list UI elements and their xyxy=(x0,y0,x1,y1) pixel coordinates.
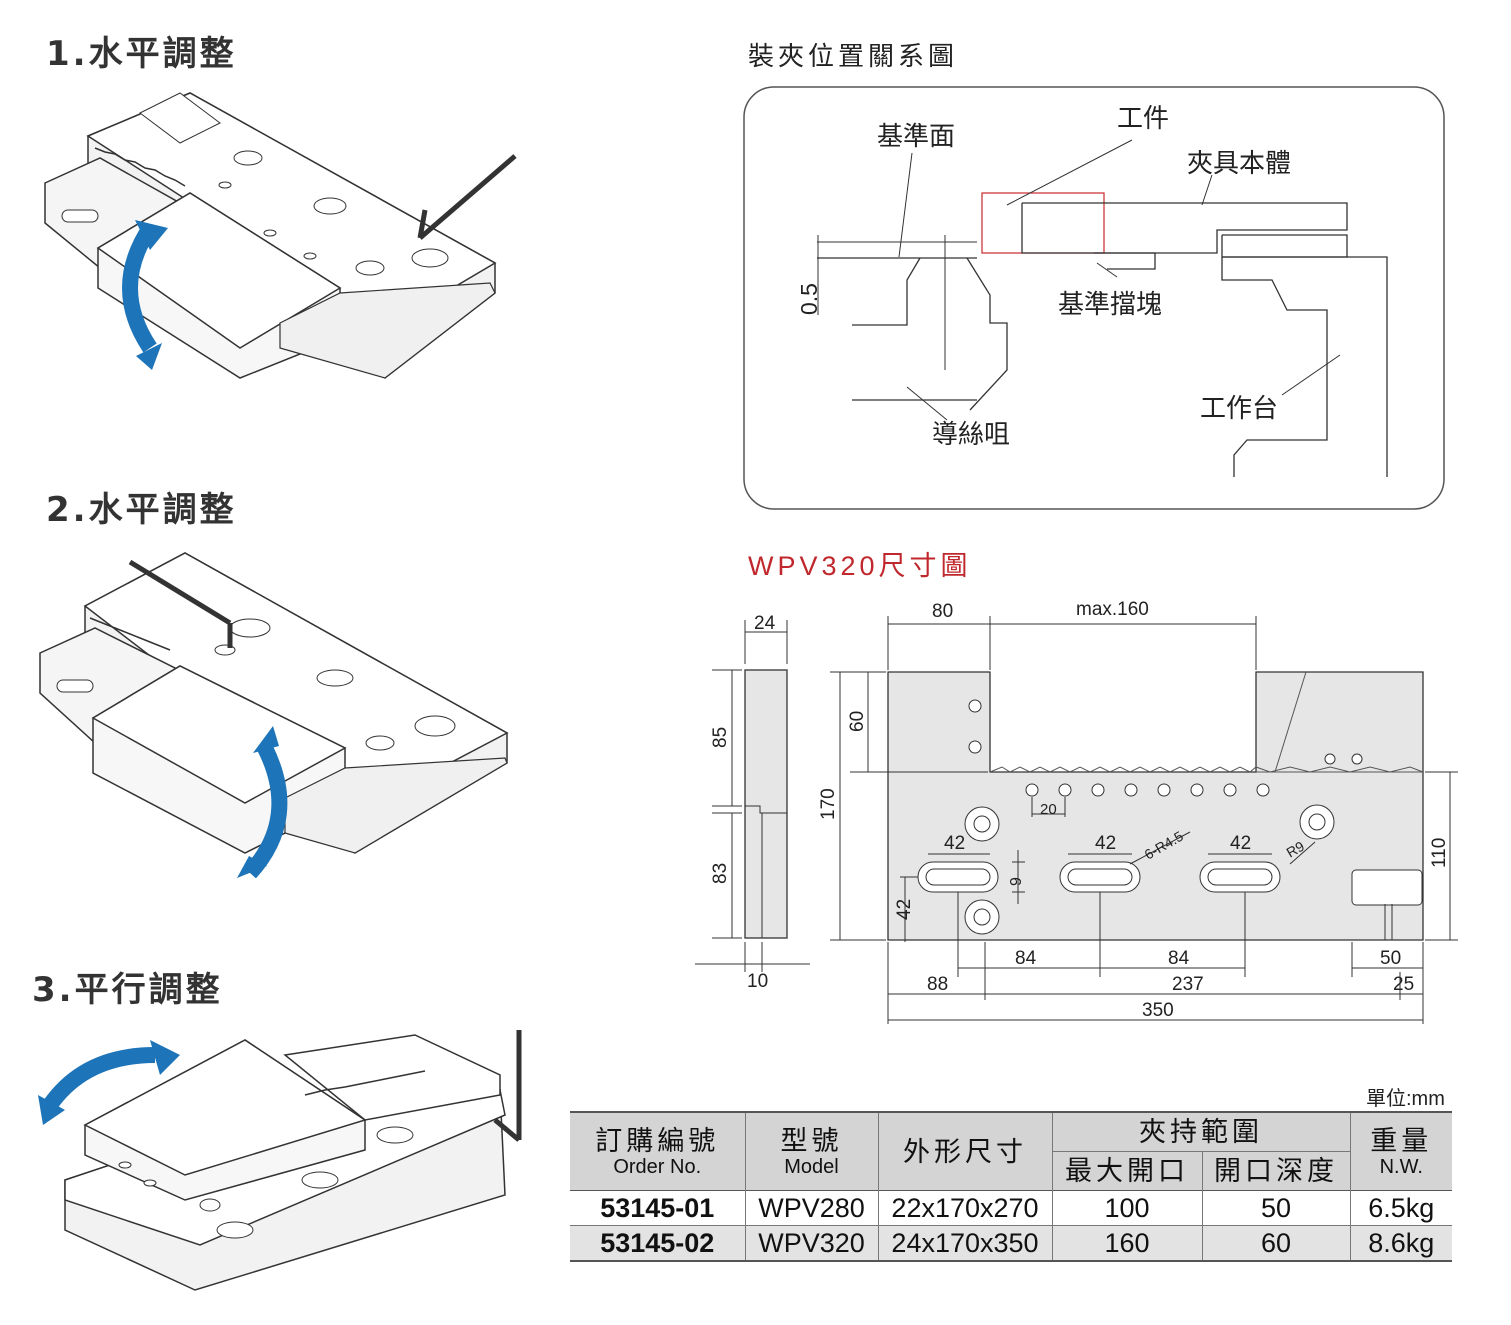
dim-85: 85 xyxy=(710,727,731,748)
dim-110: 110 xyxy=(1429,838,1450,868)
dim-25: 25 xyxy=(1393,974,1414,995)
cell-order: 53145-02 xyxy=(570,1225,746,1261)
dim-80: 80 xyxy=(932,601,953,622)
spec-table: 訂購編號 Order No. 型號 Model 外形尺寸 夾持範圍 重量 N.W… xyxy=(570,1111,1452,1262)
header-order-cn: 訂購編號 xyxy=(595,1125,720,1156)
header-model-en: Model xyxy=(784,1155,839,1178)
unit-label: 單位:mm xyxy=(1366,1088,1445,1110)
dim-88: 88 xyxy=(927,974,948,995)
header-max-open: 最大開口 xyxy=(1052,1151,1203,1191)
cell-order: 53145-01 xyxy=(570,1190,746,1226)
header-weight-en: N.W. xyxy=(1379,1155,1423,1178)
label-fixture-body: 夾具本體 xyxy=(1187,148,1291,178)
cell-model: WPV320 xyxy=(745,1225,879,1261)
dim-237: 237 xyxy=(1172,974,1204,995)
label-reference-block: 基準擋塊 xyxy=(1058,289,1162,319)
cell-model: WPV280 xyxy=(745,1190,879,1226)
header-weight: 重量 N.W. xyxy=(1350,1111,1452,1191)
dimension-title: WPV320尺寸圖 xyxy=(748,551,972,581)
dim-42-slot2: 42 xyxy=(1095,833,1116,854)
step1-title: 1.水平調整 xyxy=(46,34,237,74)
cell-depth: 50 xyxy=(1202,1190,1351,1226)
relation-title: 裝夾位置關系圖 xyxy=(748,42,959,72)
header-range: 夾持範圍 xyxy=(1052,1111,1351,1152)
relation-diagram: 基準面 工件 夾具本體 基準擋塊 導絲咀 工作台 0.5 xyxy=(743,86,1445,510)
dim-350: 350 xyxy=(1142,1000,1174,1021)
table-row: 53145-02 WPV320 24x170x350 160 60 8.6kg xyxy=(570,1225,1452,1261)
cell-size: 22x170x270 xyxy=(878,1190,1053,1226)
dim-50: 50 xyxy=(1380,948,1401,969)
cell-max-open: 160 xyxy=(1052,1225,1203,1261)
dim-9: 9 xyxy=(1008,877,1025,886)
dim-170: 170 xyxy=(818,788,839,820)
header-max-open-cn: 最大開口 xyxy=(1065,1156,1189,1186)
dim-84-a: 84 xyxy=(1015,948,1037,969)
label-reference-surface: 基準面 xyxy=(877,121,955,151)
step2-illustration xyxy=(39,552,509,878)
cell-weight: 8.6kg xyxy=(1350,1225,1452,1261)
label-workpiece: 工件 xyxy=(1117,103,1169,133)
dim-24: 24 xyxy=(754,613,776,634)
header-order: 訂購編號 Order No. xyxy=(570,1111,746,1191)
table-row: 53145-01 WPV280 22x170x270 100 50 6.5kg xyxy=(570,1190,1452,1226)
header-order-en: Order No. xyxy=(613,1155,702,1178)
step3-title: 3.平行調整 xyxy=(32,970,223,1010)
step1-illustration xyxy=(44,92,517,379)
dim-10: 10 xyxy=(747,971,768,992)
dim-42-slot3: 42 xyxy=(1230,833,1251,854)
dimension-drawing: 24 85 83 10 80 max.160 60 170 20 42 42 4… xyxy=(695,599,1458,1024)
dim-84-b: 84 xyxy=(1168,948,1190,969)
dim-83: 83 xyxy=(710,863,731,884)
dim-42-vertical: 42 xyxy=(894,899,915,920)
header-depth: 開口深度 xyxy=(1202,1151,1351,1191)
cell-depth: 60 xyxy=(1202,1225,1351,1261)
header-size-cn: 外形尺寸 xyxy=(903,1136,1027,1167)
dim-max160: max.160 xyxy=(1076,599,1149,620)
header-weight-cn: 重量 xyxy=(1370,1125,1433,1156)
step2-title: 2.水平調整 xyxy=(46,490,237,530)
header-depth-cn: 開口深度 xyxy=(1214,1156,1338,1186)
dim-60: 60 xyxy=(847,711,868,732)
dim-42-slot1: 42 xyxy=(944,833,965,854)
cell-size: 24x170x350 xyxy=(878,1225,1053,1261)
header-model-cn: 型號 xyxy=(780,1125,843,1156)
cell-weight: 6.5kg xyxy=(1368,1192,1435,1223)
step3-illustration xyxy=(38,1030,522,1291)
label-lead-screw-nut: 導絲咀 xyxy=(932,419,1010,449)
header-model: 型號 Model xyxy=(745,1111,879,1191)
header-range-cn: 夾持範圍 xyxy=(1139,1117,1263,1147)
dim-r9: R9 xyxy=(1284,838,1308,861)
cell-max-open: 100 xyxy=(1052,1190,1203,1226)
label-offset: 0.5 xyxy=(796,283,822,315)
header-size: 外形尺寸 xyxy=(878,1111,1053,1191)
label-worktable: 工作台 xyxy=(1200,393,1278,423)
dim-20: 20 xyxy=(1040,801,1057,818)
